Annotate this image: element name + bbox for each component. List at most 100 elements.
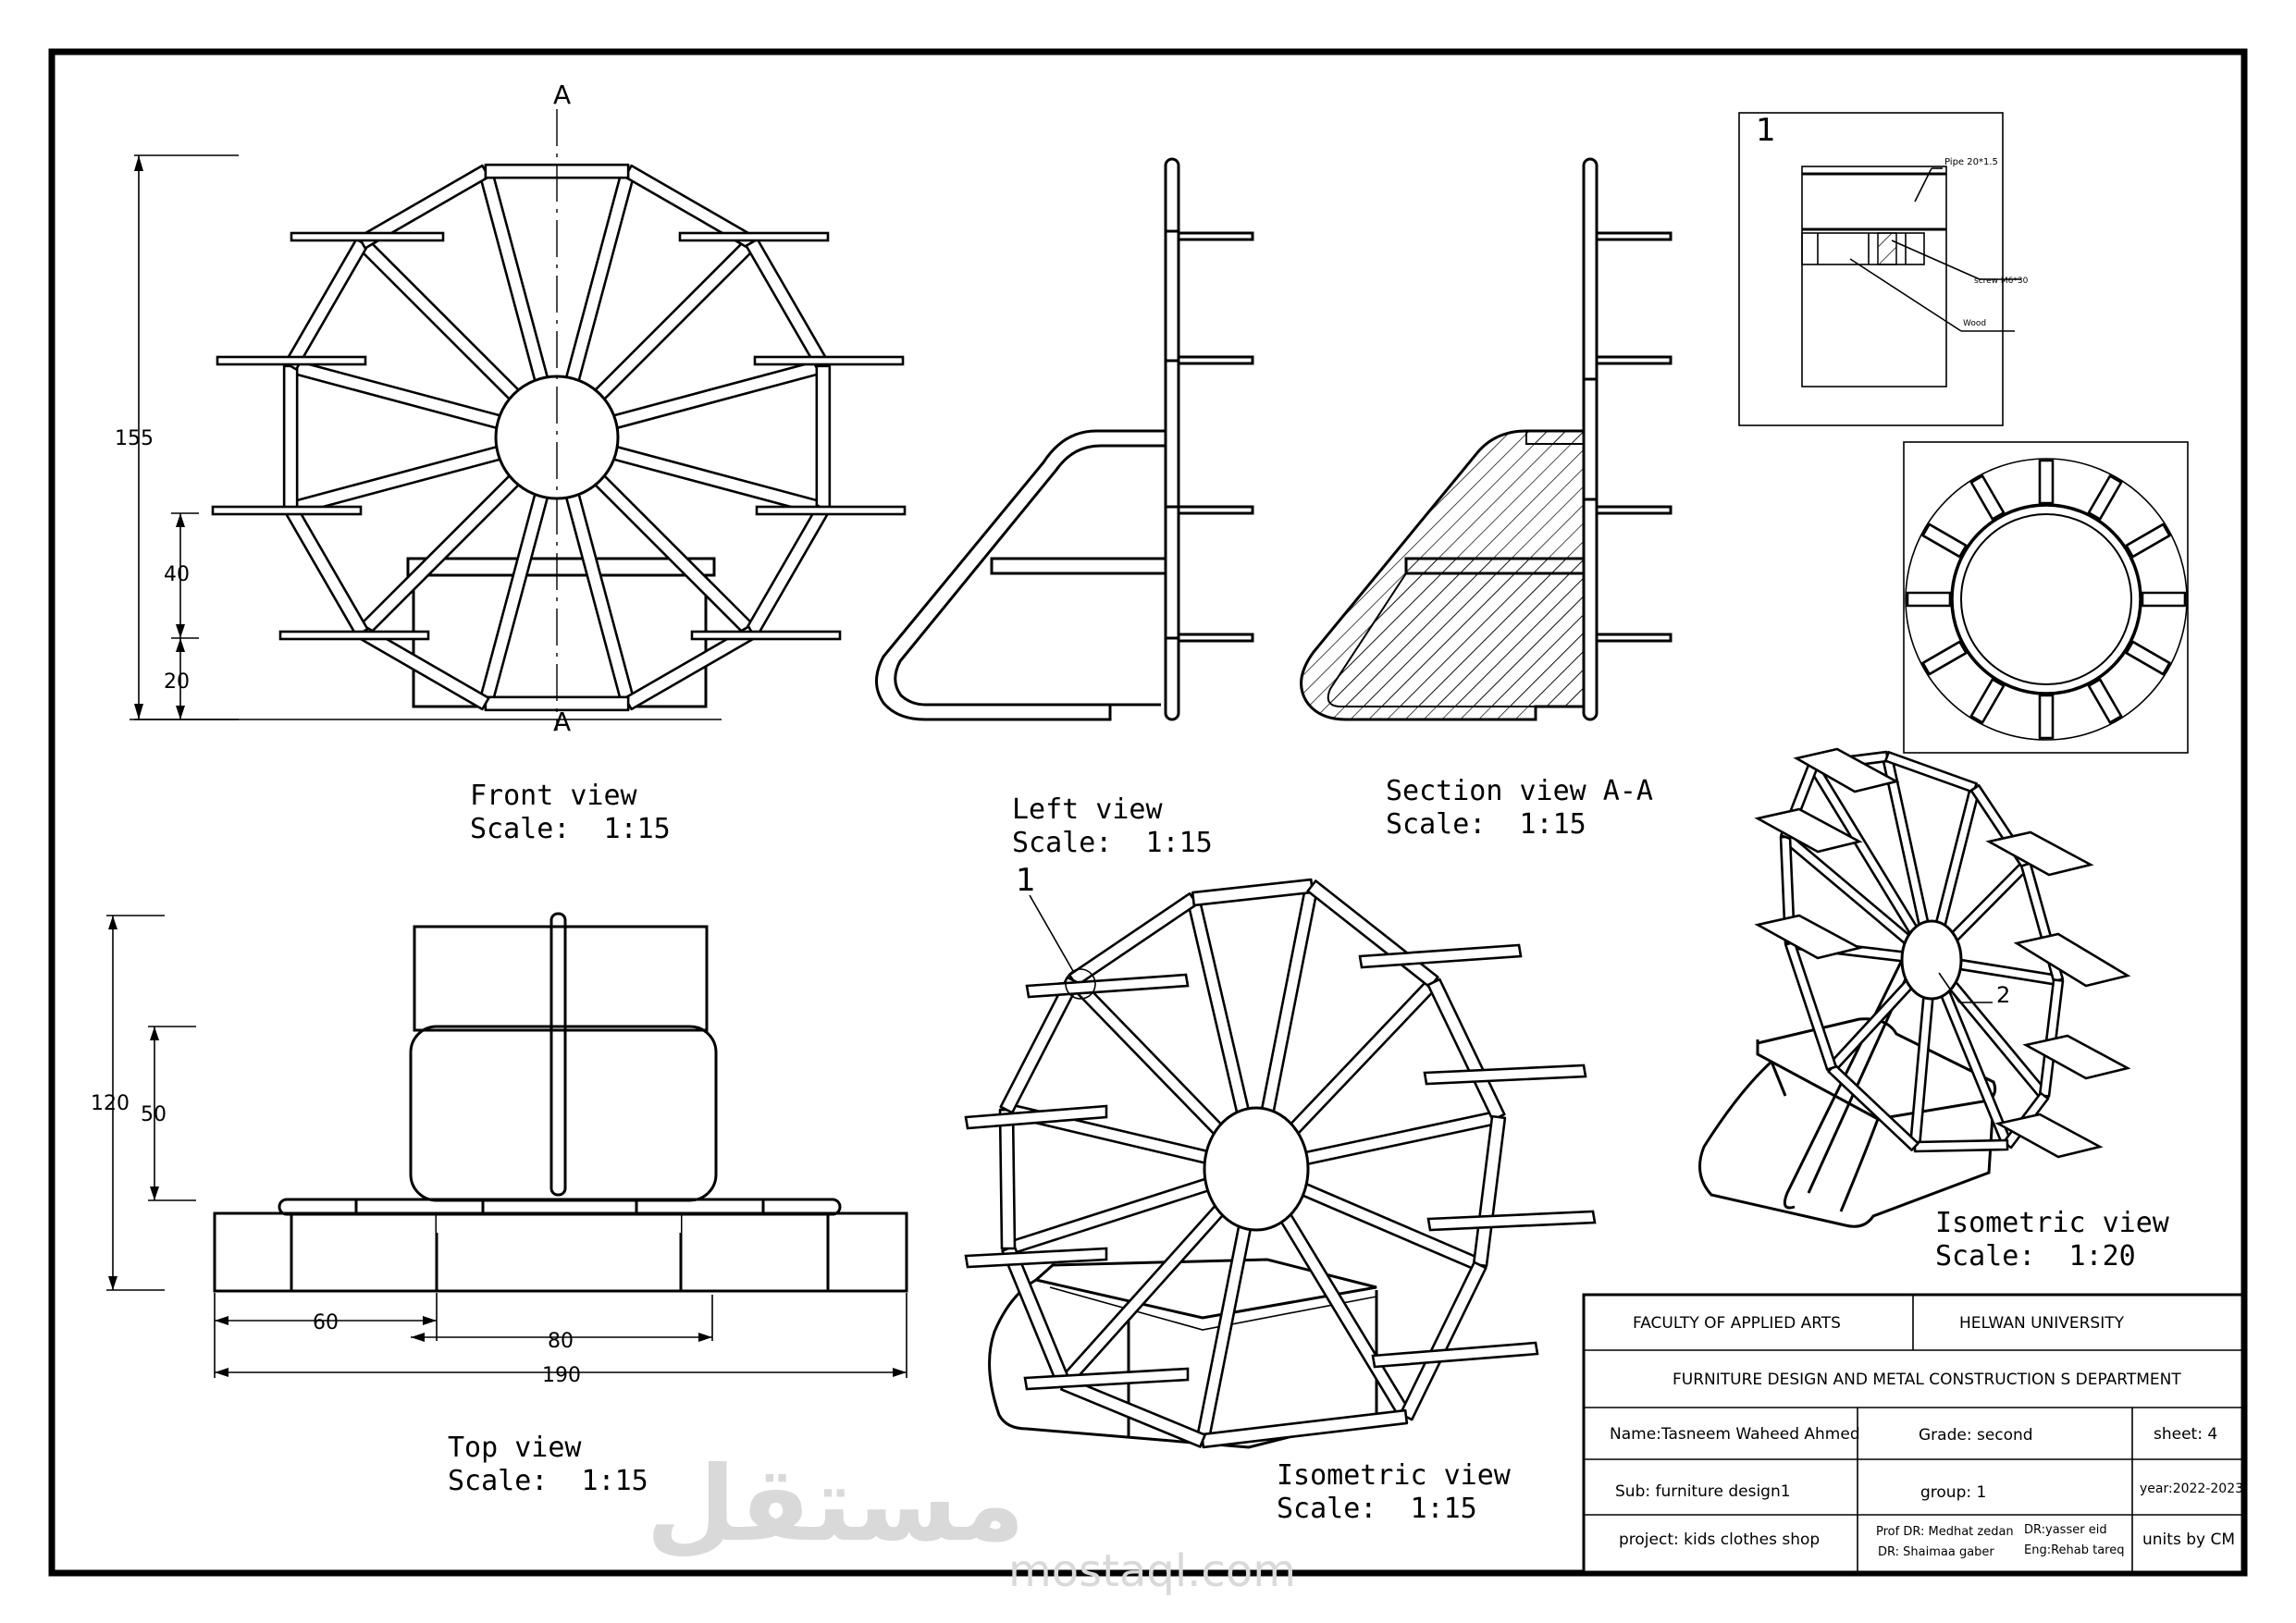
iso-shelf xyxy=(1423,1064,1587,1086)
screw-label: screw M6*30 xyxy=(1974,277,2029,286)
dim-top-190: 190 xyxy=(542,1364,581,1387)
ring-detail xyxy=(1903,441,2189,754)
isometric-view-main xyxy=(964,878,1597,1449)
tb-dr1: DR:yasser eid xyxy=(2024,1523,2107,1537)
section-view-scale: Scale: 1:15 xyxy=(1386,808,1586,841)
ring-bar xyxy=(2087,474,2123,521)
small-iso-shelf xyxy=(1985,830,2094,877)
tb-eng: Eng:Rehab tareq xyxy=(2024,1543,2125,1557)
sheet-border xyxy=(48,48,2248,1577)
small-iso-hub xyxy=(1900,919,1963,1001)
iso-small-scale: Scale: 1:20 xyxy=(1935,1240,2136,1273)
tb-prof: Prof DR: Medhat zedan xyxy=(1876,1525,2014,1539)
front-shelf xyxy=(278,630,430,641)
tb-department: FURNITURE DESIGN AND METAL CONSTRUCTION … xyxy=(1673,1371,2181,1389)
left-view-scale: Scale: 1:15 xyxy=(1012,827,1213,859)
dim-top-80: 80 xyxy=(548,1330,574,1353)
small-iso-shelf xyxy=(2022,1034,2131,1080)
small-iso-rim-segment xyxy=(2038,978,2065,1098)
detail-box xyxy=(1738,112,2021,426)
detail-number: 1 xyxy=(1756,112,1776,149)
title-block xyxy=(1582,1293,2244,1574)
dim-front-40: 40 xyxy=(164,563,190,586)
ring-bar xyxy=(1969,678,2006,724)
front-shelf xyxy=(216,355,367,366)
dim-front-height: 155 xyxy=(115,427,154,450)
front-rim-segment xyxy=(815,364,832,510)
top-view-title: Top view xyxy=(448,1432,582,1464)
ring-bar xyxy=(2141,591,2187,608)
dim-top-height: 120 xyxy=(91,1092,130,1115)
front-shelf xyxy=(678,231,830,242)
iso-main-title: Isometric view xyxy=(1277,1459,1512,1492)
front-shelf xyxy=(753,355,905,366)
small-iso-shelf xyxy=(1754,914,1863,960)
ring-hub-outer xyxy=(1950,503,2142,695)
ring-hub-inner xyxy=(1960,513,2132,685)
top-dimensions xyxy=(106,915,907,1378)
iso-shelf xyxy=(1426,1210,1597,1232)
iso-rim-segment xyxy=(1191,878,1315,907)
ring-bar xyxy=(2038,694,2055,740)
dim-front-20: 20 xyxy=(164,670,190,694)
top-view-scale: Scale: 1:15 xyxy=(448,1465,648,1497)
iso-hub xyxy=(1203,1106,1310,1232)
dim-top-60: 60 xyxy=(313,1311,339,1334)
ring-bar xyxy=(1969,474,2006,521)
iso-shelf xyxy=(1371,1341,1539,1369)
tb-sheet: sheet: 4 xyxy=(2154,1425,2217,1444)
front-rim-segment xyxy=(282,364,299,510)
iso-shelf xyxy=(1358,943,1523,969)
small-iso-rim-segment xyxy=(1913,1138,2009,1153)
tb-project: project: kids clothes shop xyxy=(1619,1531,1820,1549)
iso-small-title: Isometric view xyxy=(1935,1207,2170,1239)
isometric-view-small xyxy=(1698,747,2131,1228)
iso-shelf xyxy=(964,1247,1108,1269)
front-shelf xyxy=(755,505,907,516)
left-view-title: Left view xyxy=(1012,793,1163,826)
front-shelf xyxy=(290,231,445,242)
iso-rim-segment xyxy=(1060,1376,1206,1448)
left-view xyxy=(875,157,1254,721)
tb-faculty: FACULTY OF APPLIED ARTS xyxy=(1633,1314,1841,1333)
pipe-label: Pipe 20*1.5 xyxy=(1944,157,1998,167)
front-view-scale: Scale: 1:15 xyxy=(470,813,671,845)
front-shelf xyxy=(690,630,842,641)
small-iso-shelf xyxy=(1754,807,1863,854)
small-iso-shelf xyxy=(1994,1113,2104,1159)
iso-part-marker: 2 xyxy=(1996,982,2010,1008)
wood-label: Wood xyxy=(1963,319,1986,328)
iso-detail-marker: 1 xyxy=(1016,862,1036,899)
ring-bar xyxy=(2038,459,2055,505)
ring-bar xyxy=(1921,523,1968,559)
ring-outer xyxy=(1905,458,2188,741)
ring-bar xyxy=(2125,523,2171,559)
tb-subject: Sub: furniture design1 xyxy=(1615,1482,1791,1501)
watermark-arabic: مستقل xyxy=(646,1445,1025,1565)
ring-bar xyxy=(2087,678,2123,724)
tb-year: year:2022-2023 xyxy=(2140,1482,2243,1496)
ring-bar xyxy=(2125,640,2171,676)
top-view xyxy=(213,912,908,1293)
front-seat-top xyxy=(406,557,716,577)
dim-top-50: 50 xyxy=(141,1103,167,1126)
tb-grade: Grade: second xyxy=(1919,1426,2033,1445)
front-shelf xyxy=(211,505,363,516)
iso-main-scale: Scale: 1:15 xyxy=(1277,1493,1477,1525)
watermark-latin: mostaql.com xyxy=(1008,1545,1296,1597)
tb-name: Name:Tasneem Waheed Ahmed xyxy=(1610,1425,1860,1444)
small-iso-rim-segment xyxy=(1884,750,1978,794)
small-iso-rim-segment xyxy=(1827,1064,1920,1151)
front-rim-segment xyxy=(484,695,630,712)
section-view xyxy=(1300,157,1673,721)
ring-bar xyxy=(1921,640,1968,676)
tb-units: units by CM xyxy=(2142,1531,2235,1549)
tb-university: HELWAN UNIVERSITY xyxy=(1959,1314,2125,1333)
iso-rim-segment xyxy=(998,1108,1017,1250)
iso-shelf xyxy=(1023,1367,1190,1391)
section-view-title: Section view A-A xyxy=(1386,775,1653,807)
ring-bar xyxy=(1906,591,1952,608)
front-view xyxy=(130,109,907,731)
iso-shelf xyxy=(964,1104,1108,1130)
